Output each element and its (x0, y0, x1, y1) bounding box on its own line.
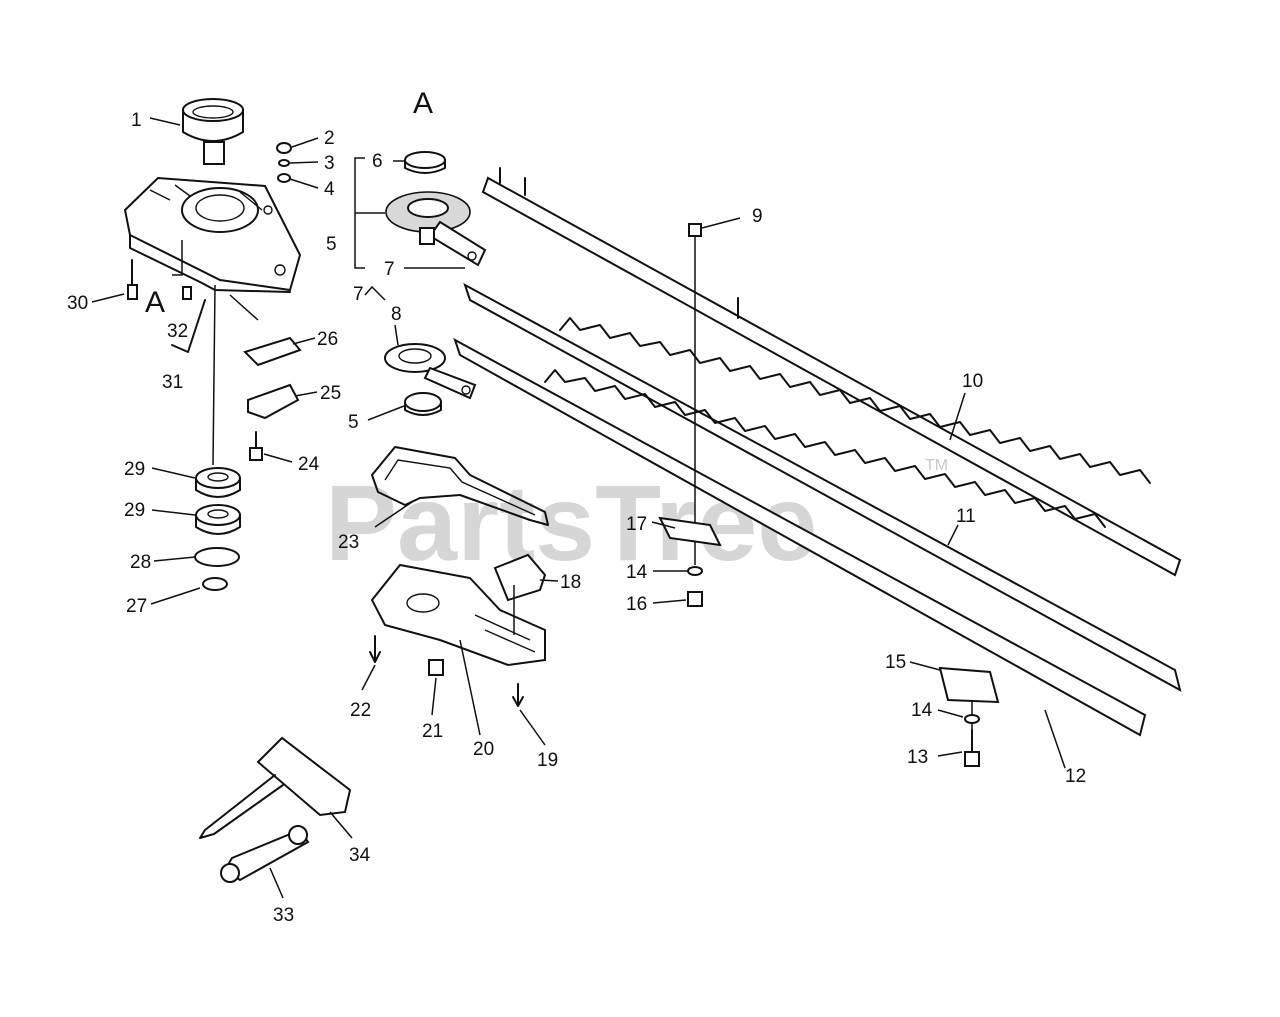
callout-24: 24 (298, 454, 320, 475)
part-27-clip[interactable] (202, 577, 228, 591)
part-33-open-wrench[interactable] (220, 825, 310, 883)
callout-leaders (91, 117, 1066, 899)
callout-1: 1 (131, 110, 142, 131)
part-2-nut[interactable] (276, 142, 292, 154)
callout-6: 6 (372, 151, 383, 172)
callout-7-crank: 7 (384, 259, 395, 280)
callout-28: 28 (130, 552, 151, 573)
part-9-nut[interactable] (688, 223, 702, 237)
callout-11: 11 (956, 506, 976, 527)
part-16-bolt[interactable] (687, 591, 703, 607)
part-21-bolt[interactable] (428, 659, 444, 676)
part-26-plate[interactable] (243, 336, 302, 367)
callout-23: 23 (338, 532, 359, 553)
callout-4: 4 (324, 179, 335, 200)
part-14-washer-upper[interactable] (687, 566, 703, 576)
part-10-guide-bar[interactable] (481, 167, 1182, 577)
part-5-bearing[interactable] (404, 392, 442, 416)
callout-22: 22 (350, 700, 371, 721)
part-4-washer[interactable] (277, 173, 291, 183)
part-29-bearing-lower[interactable] (195, 504, 241, 535)
callout-labels: 1 2 3 4 5 5 6 7 7 8 9 10 11 12 13 14 14 … (67, 87, 1086, 926)
callout-8: 8 (391, 304, 402, 325)
part-25-bracket[interactable] (247, 383, 300, 420)
part-6-bushing[interactable] (404, 151, 446, 174)
part-5-gear-assembly[interactable] (385, 191, 487, 267)
callout-16: 16 (626, 594, 647, 615)
callout-7-eccentric: 7 (353, 284, 364, 305)
gear-housing[interactable] (123, 176, 302, 293)
part-17-spacer[interactable] (658, 516, 722, 547)
callout-25: 25 (320, 383, 341, 404)
part-23-gasket[interactable] (371, 446, 549, 526)
part-1-cup[interactable] (182, 98, 244, 165)
part-3-washer[interactable] (278, 159, 290, 167)
part-11-upper-blade[interactable] (463, 282, 1182, 692)
callout-15: 15 (885, 652, 906, 673)
callout-31: 31 (162, 372, 183, 393)
callout-14-lower: 14 (911, 700, 933, 721)
watermark-trademark: TM (925, 457, 948, 474)
part-34-spark-plug-wrench[interactable] (199, 736, 352, 839)
reference-mark-a-top: A (413, 87, 433, 120)
callout-30: 30 (67, 293, 88, 314)
callout-21: 21 (422, 721, 443, 742)
reference-mark-a-left: A (145, 286, 165, 319)
part-13-bolt[interactable] (964, 729, 980, 767)
part-18-filter[interactable] (493, 553, 547, 602)
callout-19: 19 (537, 750, 558, 771)
callout-18: 18 (560, 572, 581, 593)
callout-27: 27 (126, 596, 147, 617)
part-22-screw[interactable] (369, 635, 381, 663)
part-28-ring[interactable] (194, 547, 240, 567)
part-24-screw[interactable] (249, 431, 263, 461)
callout-3: 3 (324, 153, 335, 174)
callout-2: 2 (324, 128, 335, 149)
callout-5-gear: 5 (326, 234, 337, 255)
part-32-pin[interactable] (182, 286, 192, 300)
part-30-screw[interactable] (127, 259, 138, 300)
watermark-text: PartsTree (325, 462, 817, 583)
callout-12: 12 (1065, 766, 1086, 787)
part-20-lower-cover[interactable] (370, 563, 546, 667)
callout-32: 32 (167, 321, 188, 342)
callout-33: 33 (273, 905, 294, 926)
callout-5-bearing: 5 (348, 412, 359, 433)
callout-17: 17 (626, 514, 647, 535)
part-29-bearing-upper[interactable] (195, 467, 241, 498)
part-8-eccentric[interactable] (384, 343, 477, 400)
callout-26: 26 (317, 329, 338, 350)
part-14-washer-lower[interactable] (964, 714, 980, 724)
callout-29-lower: 29 (124, 500, 145, 521)
callout-13: 13 (907, 747, 928, 768)
callout-29-upper: 29 (124, 459, 145, 480)
part-31-gasket[interactable] (171, 299, 206, 353)
callout-14-upper: 14 (626, 562, 648, 583)
callout-34: 34 (349, 845, 371, 866)
part-12-lower-blade[interactable] (453, 337, 1147, 737)
callout-20: 20 (473, 739, 494, 760)
part-15-spacer[interactable] (938, 666, 1000, 704)
part-19-pin[interactable] (512, 683, 524, 707)
callout-10: 10 (962, 371, 983, 392)
callout-9: 9 (752, 206, 763, 227)
